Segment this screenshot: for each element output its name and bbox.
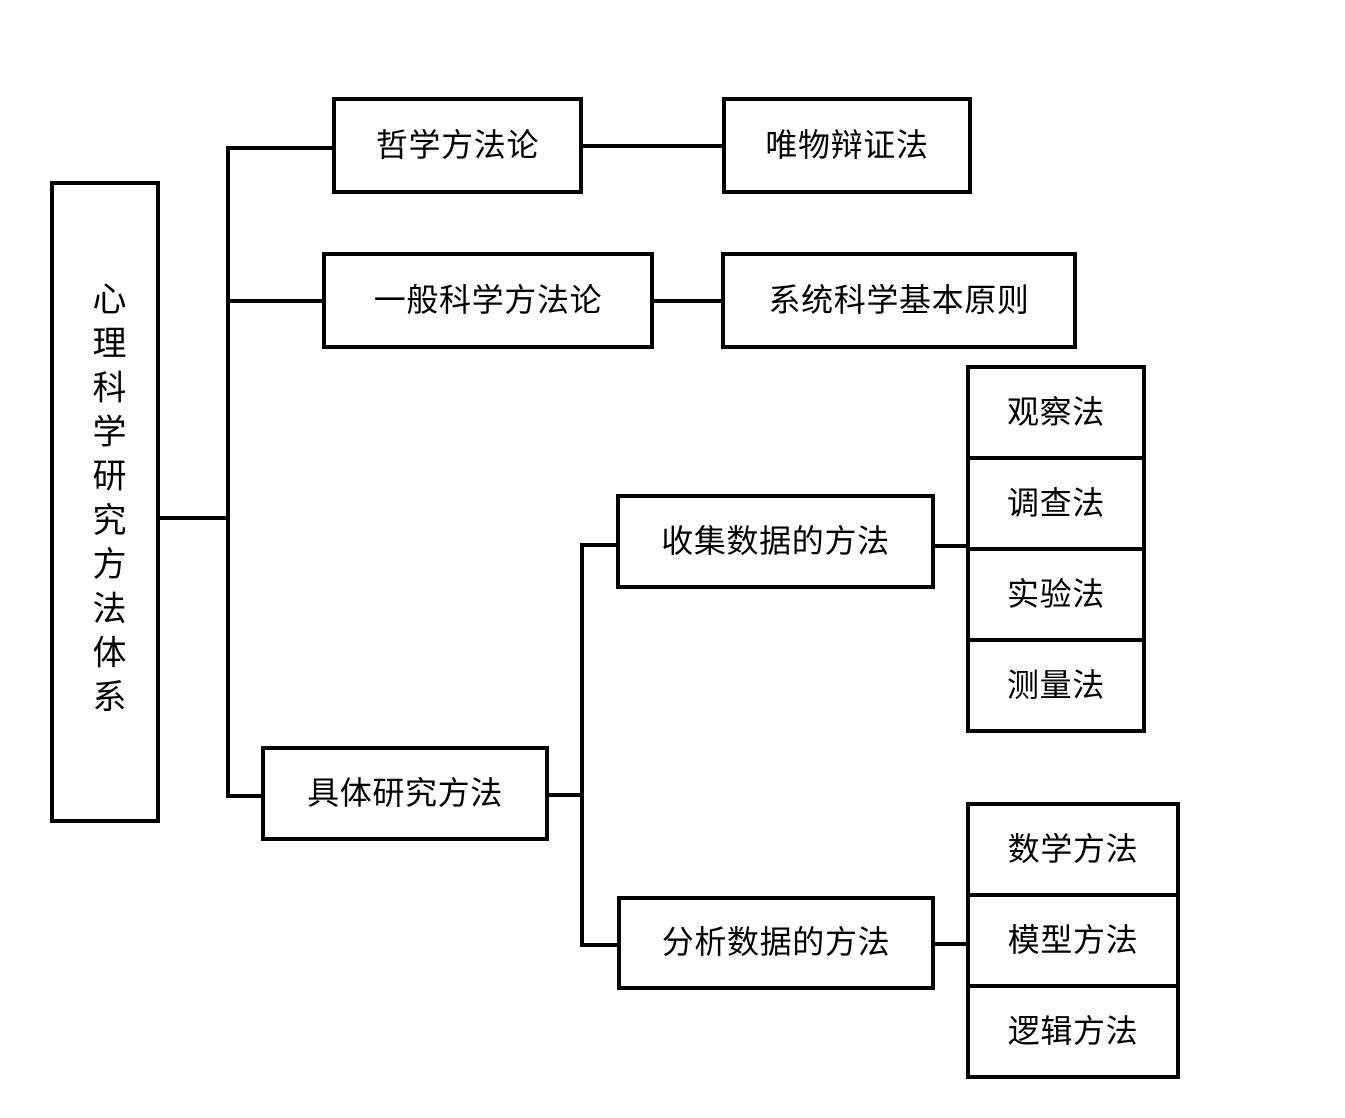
connector-collection-to-stack [934,544,969,548]
node-materialist-dialectics[interactable]: 唯物辩证法 [722,97,972,194]
node-measurement-method-label: 测量法 [1007,666,1105,703]
node-systems-science-principles-label: 系统科学基本原则 [768,281,1030,318]
node-concrete-research-methods[interactable]: 具体研究方法 [261,746,549,841]
connector-analysis-to-stack [934,942,969,946]
node-logical-method[interactable]: 逻辑方法 [966,984,1180,1079]
node-philosophy-methodology-label: 哲学方法论 [375,126,540,163]
connector-concrete-spine [580,543,584,947]
connector-spine-to-analysis [580,943,620,947]
node-root-label: 心理科学研究方法体系 [87,281,124,723]
connector-spine-to-collection [580,543,618,547]
node-general-science-methodology-label: 一般科学方法论 [373,281,603,318]
node-data-collection-methods-label: 收集数据的方法 [661,522,890,559]
connector-to-concrete-research [226,794,263,798]
node-materialist-dialectics-label: 唯物辩证法 [765,126,929,163]
node-model-method-label: 模型方法 [1007,921,1139,958]
connector-to-philosophy [226,146,334,150]
node-mathematical-method[interactable]: 数学方法 [966,802,1180,897]
node-observation-method-label: 观察法 [1007,393,1105,430]
node-survey-method-label: 调查法 [1007,484,1105,521]
connector-general-to-systems [654,299,721,303]
node-survey-method[interactable]: 调查法 [966,456,1146,551]
connector-level1-spine [226,146,230,798]
node-experiment-method-label: 实验法 [1007,575,1105,612]
connector-root-stub [160,516,228,520]
node-model-method[interactable]: 模型方法 [966,893,1180,988]
node-data-analysis-methods[interactable]: 分析数据的方法 [617,896,935,990]
node-root[interactable]: 心理科学研究方法体系 [50,181,160,823]
connector-philosophy-to-dialectics [583,144,723,148]
node-measurement-method[interactable]: 测量法 [966,638,1146,733]
node-experiment-method[interactable]: 实验法 [966,547,1146,642]
node-general-science-methodology[interactable]: 一般科学方法论 [322,252,654,349]
node-logical-method-label: 逻辑方法 [1007,1012,1139,1049]
node-philosophy-methodology[interactable]: 哲学方法论 [332,97,583,194]
node-systems-science-principles[interactable]: 系统科学基本原则 [721,252,1077,349]
node-observation-method[interactable]: 观察法 [966,365,1146,460]
node-data-collection-methods[interactable]: 收集数据的方法 [616,494,935,589]
node-data-analysis-methods-label: 分析数据的方法 [661,924,891,961]
connector-to-general-science [226,299,324,303]
node-mathematical-method-label: 数学方法 [1007,830,1139,867]
connector-concrete-to-spine [549,793,584,797]
node-concrete-research-methods-label: 具体研究方法 [307,774,503,811]
